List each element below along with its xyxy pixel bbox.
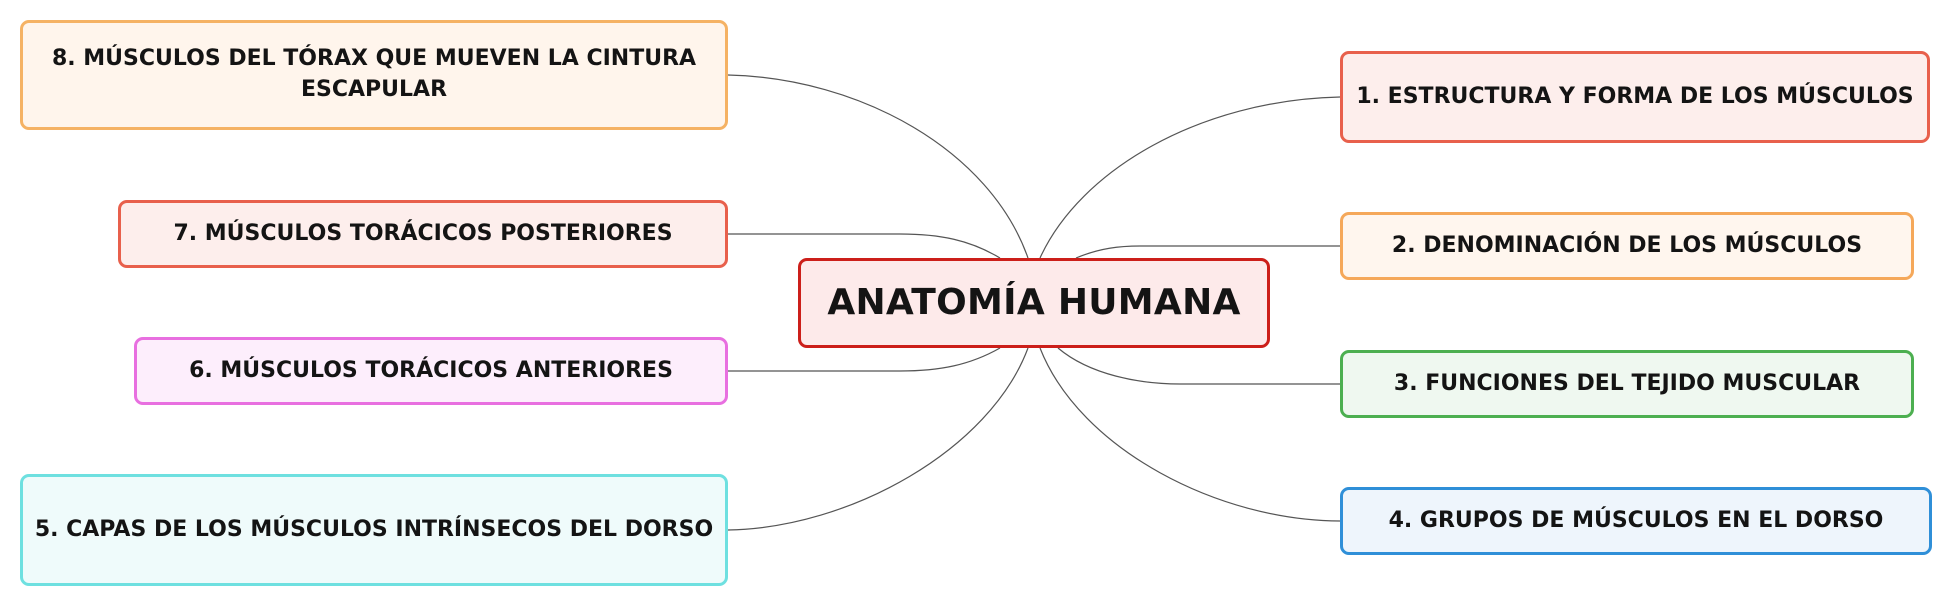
topic-1-estructura-y-forma[interactable]: 1. ESTRUCTURA Y FORMA DE LOS MÚSCULOS [1340, 51, 1930, 143]
topic-5-label: 5. CAPAS DE LOS MÚSCULOS INTRÍNSECOS DEL… [34, 516, 714, 542]
connector-topic-4 [1039, 347, 1341, 522]
connector-topic-2 [1075, 245, 1340, 259]
topic-1-label: 1. ESTRUCTURA Y FORMA DE LOS MÚSCULOS [1356, 83, 1914, 109]
topic-7-toracicos-posteriores[interactable]: 7. MÚSCULOS TORÁCICOS POSTERIORES [118, 200, 728, 268]
topic-7-label: 7. MÚSCULOS TORÁCICOS POSTERIORES [173, 220, 673, 246]
topic-6-toracicos-anteriores[interactable]: 6. MÚSCULOS TORÁCICOS ANTERIORES [134, 337, 728, 405]
topic-3-label: 3. FUNCIONES DEL TEJIDO MUSCULAR [1393, 370, 1861, 396]
topic-4-grupos-dorso[interactable]: 4. GRUPOS DE MÚSCULOS EN EL DORSO [1340, 487, 1932, 555]
topic-5-capas-dorso[interactable]: 5. CAPAS DE LOS MÚSCULOS INTRÍNSECOS DEL… [20, 474, 728, 586]
topic-6-label: 6. MÚSCULOS TORÁCICOS ANTERIORES [189, 357, 673, 383]
connector-topic-8 [727, 74, 1029, 259]
topic-3-funciones[interactable]: 3. FUNCIONES DEL TEJIDO MUSCULAR [1340, 350, 1914, 418]
topic-2-label: 2. DENOMINACIÓN DE LOS MÚSCULOS [1391, 232, 1863, 258]
central-topic[interactable]: ANATOMÍA HUMANA [798, 258, 1270, 348]
connector-topic-5 [727, 347, 1029, 531]
connector-topic-7 [728, 233, 1001, 259]
topic-8-label: 8. MÚSCULOS DEL TÓRAX QUE MUEVEN LA CINT… [51, 46, 697, 102]
connector-topic-3 [1057, 347, 1340, 385]
topic-4-label: 4. GRUPOS DE MÚSCULOS EN EL DORSO [1388, 507, 1884, 533]
connector-topic-6 [728, 347, 1001, 372]
connector-topic-1 [1039, 96, 1341, 259]
central-topic-label: ANATOMÍA HUMANA [827, 281, 1241, 323]
topic-8-torax-cintura-escapular[interactable]: 8. MÚSCULOS DEL TÓRAX QUE MUEVEN LA CINT… [20, 20, 728, 130]
topic-2-denominacion[interactable]: 2. DENOMINACIÓN DE LOS MÚSCULOS [1340, 212, 1914, 280]
